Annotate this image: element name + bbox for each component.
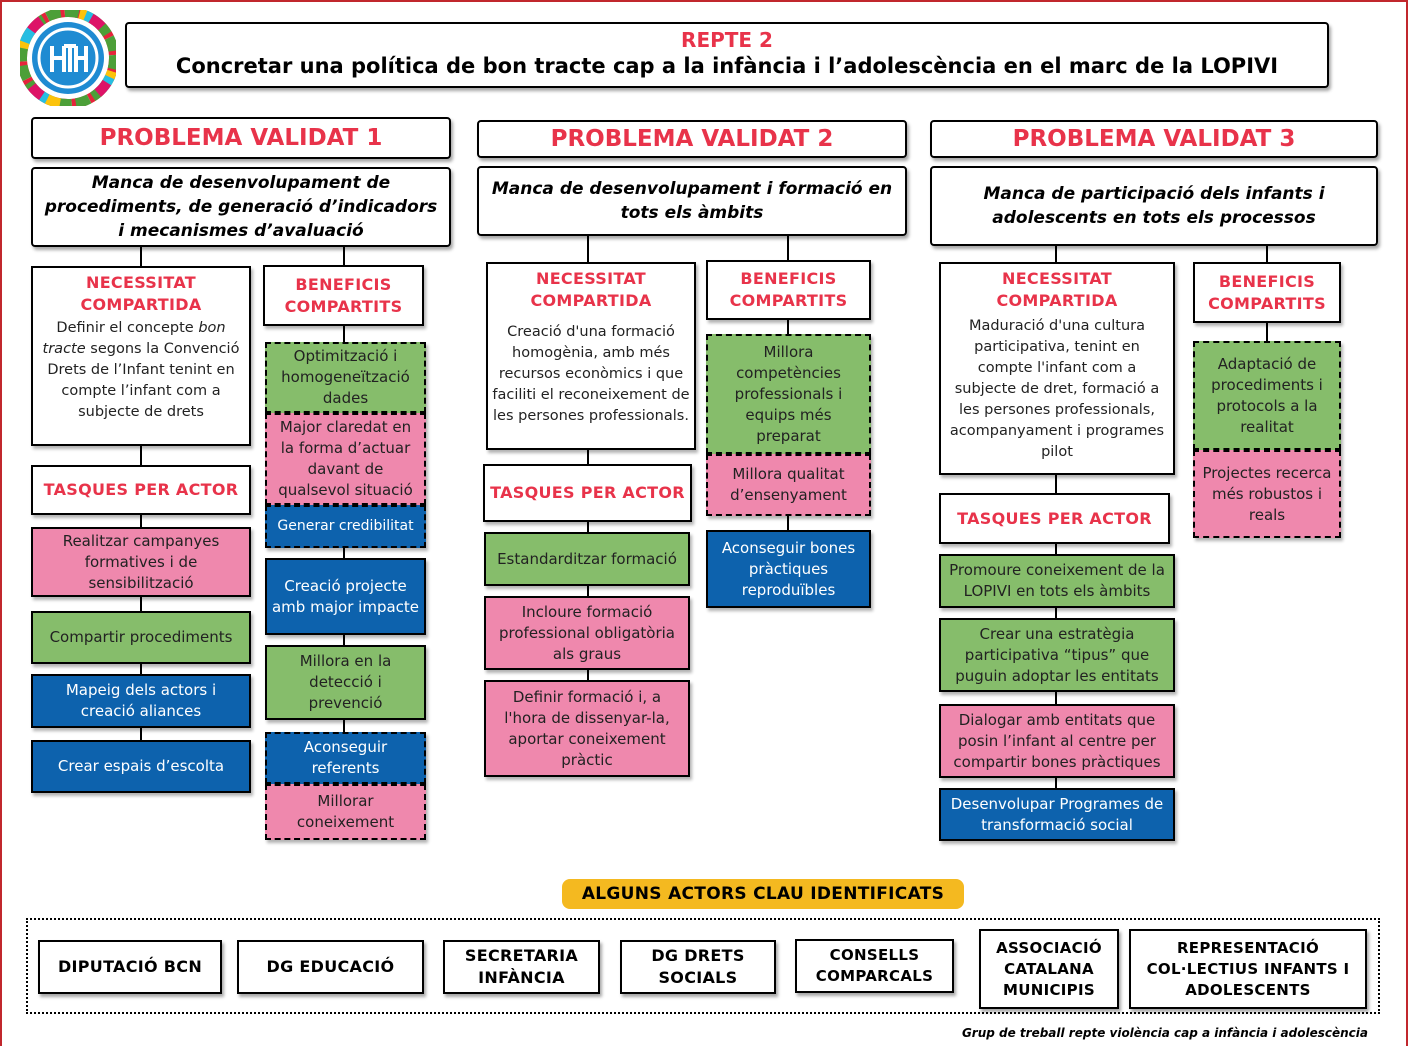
actor-representacio-collectius: REPRESENTACIÓ COL·LECTIUS INFANTS I ADOL…: [1129, 929, 1367, 1009]
challenge-header: REPTE 2 Concretar una política de bon tr…: [125, 22, 1329, 88]
problem-1-task-4: Crear espais d’escolta: [31, 740, 251, 793]
key-actors-label: ALGUNS ACTORS CLAU IDENTIFICATS: [562, 879, 964, 909]
key-actors-frame: [26, 918, 1380, 1014]
problem-3-task-3: Dialogar amb entitats que posin l’infant…: [939, 704, 1175, 778]
problem-2-description: Manca de desenvolupament i formació en t…: [477, 166, 907, 236]
problem-3-title: PROBLEMA VALIDAT 3: [930, 120, 1378, 158]
problem-1-benefit-1: Optimització i homogeneïtzació dades: [265, 342, 426, 413]
problem-1-task-2: Compartir procediments: [31, 611, 251, 664]
problem-1-benefit-7: Millorar coneixement: [265, 784, 426, 840]
problem-2-benefit-1: Millora competències professionals i equ…: [706, 334, 871, 454]
problem-1-benefit-5: Millora en la detecció i prevenció: [265, 645, 426, 720]
problem-2-need: NECESSITAT COMPARTIDA Creació d'una form…: [486, 262, 696, 450]
actor-consells-comarcals: CONSELLS COMPARCALS: [795, 939, 954, 993]
problem-3-task-4: Desenvolupar Programes de transformació …: [939, 788, 1175, 841]
problem-1-tasks-heading: TASQUES PER ACTOR: [31, 465, 251, 515]
problem-2-tasks-heading: TASQUES PER ACTOR: [483, 464, 692, 522]
actor-diputacio-bcn: DIPUTACIÓ BCN: [38, 940, 222, 994]
problem-3-need: NECESSITAT COMPARTIDA Maduració d'una cu…: [939, 262, 1175, 475]
need-text: Maduració d'una cultura participativa, t…: [949, 318, 1165, 460]
need-text: Creació d'una formació homogènia, amb mé…: [492, 324, 690, 424]
problem-1-benefit-6: Aconseguir referents: [265, 732, 426, 784]
problem-2-benefit-3: Aconseguir bones pràctiques reproduïbles: [706, 530, 871, 608]
problem-3-task-1: Promoure coneixement de la LOPIVI en tot…: [939, 554, 1175, 608]
actor-dg-educacio: DG EDUCACIÓ: [237, 940, 424, 994]
problem-1-title: PROBLEMA VALIDAT 1: [31, 117, 451, 159]
problem-1-benefit-4: Creació projecte amb major impacte: [265, 558, 426, 635]
need-text: Definir el concepte bon tracte segons la…: [42, 320, 240, 420]
challenge-subtitle: Concretar una política de bon tracte cap…: [175, 54, 1279, 78]
problem-3-benefits-heading: BENEFICIS COMPARTITS: [1193, 262, 1341, 323]
problem-2-benefit-2: Millora qualitat d’ensenyament: [706, 454, 871, 516]
problem-3-benefit-2: Projectes recerca més robustos i reals: [1193, 450, 1341, 538]
need-heading: NECESSITAT COMPARTIDA: [80, 273, 202, 314]
actor-secretaria-infancia: SECRETARIA INFÀNCIA: [443, 940, 600, 994]
footer-credit: Grup de treball repte violència cap a in…: [961, 1026, 1368, 1040]
problem-2-task-1: Estandarditzar formació: [484, 532, 690, 586]
problem-1-task-3: Mapeig dels actors i creació aliances: [31, 674, 251, 728]
problem-2-title: PROBLEMA VALIDAT 2: [477, 120, 907, 158]
actor-associacio-catalana-municipis: ASSOCIACIÓ CATALANA MUNICIPIS: [979, 929, 1119, 1009]
problem-1-need: NECESSITAT COMPARTIDA Definir el concept…: [31, 266, 251, 446]
challenge-title: REPTE 2: [681, 28, 773, 52]
need-heading: NECESSITAT COMPARTIDA: [996, 269, 1118, 310]
problem-3-description: Manca de participació dels infants i ado…: [930, 166, 1378, 246]
problem-1-description: Manca de desenvolupament de procediments…: [31, 167, 451, 247]
need-heading: NECESSITAT COMPARTIDA: [530, 269, 652, 310]
logo-icon: [20, 10, 116, 106]
problem-3-task-2: Crear una estratègia participativa “tipu…: [939, 618, 1175, 692]
actor-dg-drets-socials: DG DRETS SOCIALS: [620, 940, 776, 994]
problem-2-task-2: Incloure formació professional obligatòr…: [484, 596, 690, 670]
problem-1-benefit-3: Generar credibilitat: [265, 505, 426, 548]
problem-3-benefit-1: Adaptació de procediments i protocols a …: [1193, 341, 1341, 450]
problem-2-task-3: Definir formació i, a l'hora de dissenya…: [484, 680, 690, 777]
problem-1-benefit-2: Major claredat en la forma d’actuar dava…: [265, 413, 426, 505]
problem-1-benefits-heading: BENEFICIS COMPARTITS: [263, 265, 424, 326]
problem-2-benefits-heading: BENEFICIS COMPARTITS: [706, 260, 871, 320]
problem-1-task-1: Realitzar campanyes formatives i de sens…: [31, 527, 251, 597]
problem-3-tasks-heading: TASQUES PER ACTOR: [939, 493, 1170, 544]
